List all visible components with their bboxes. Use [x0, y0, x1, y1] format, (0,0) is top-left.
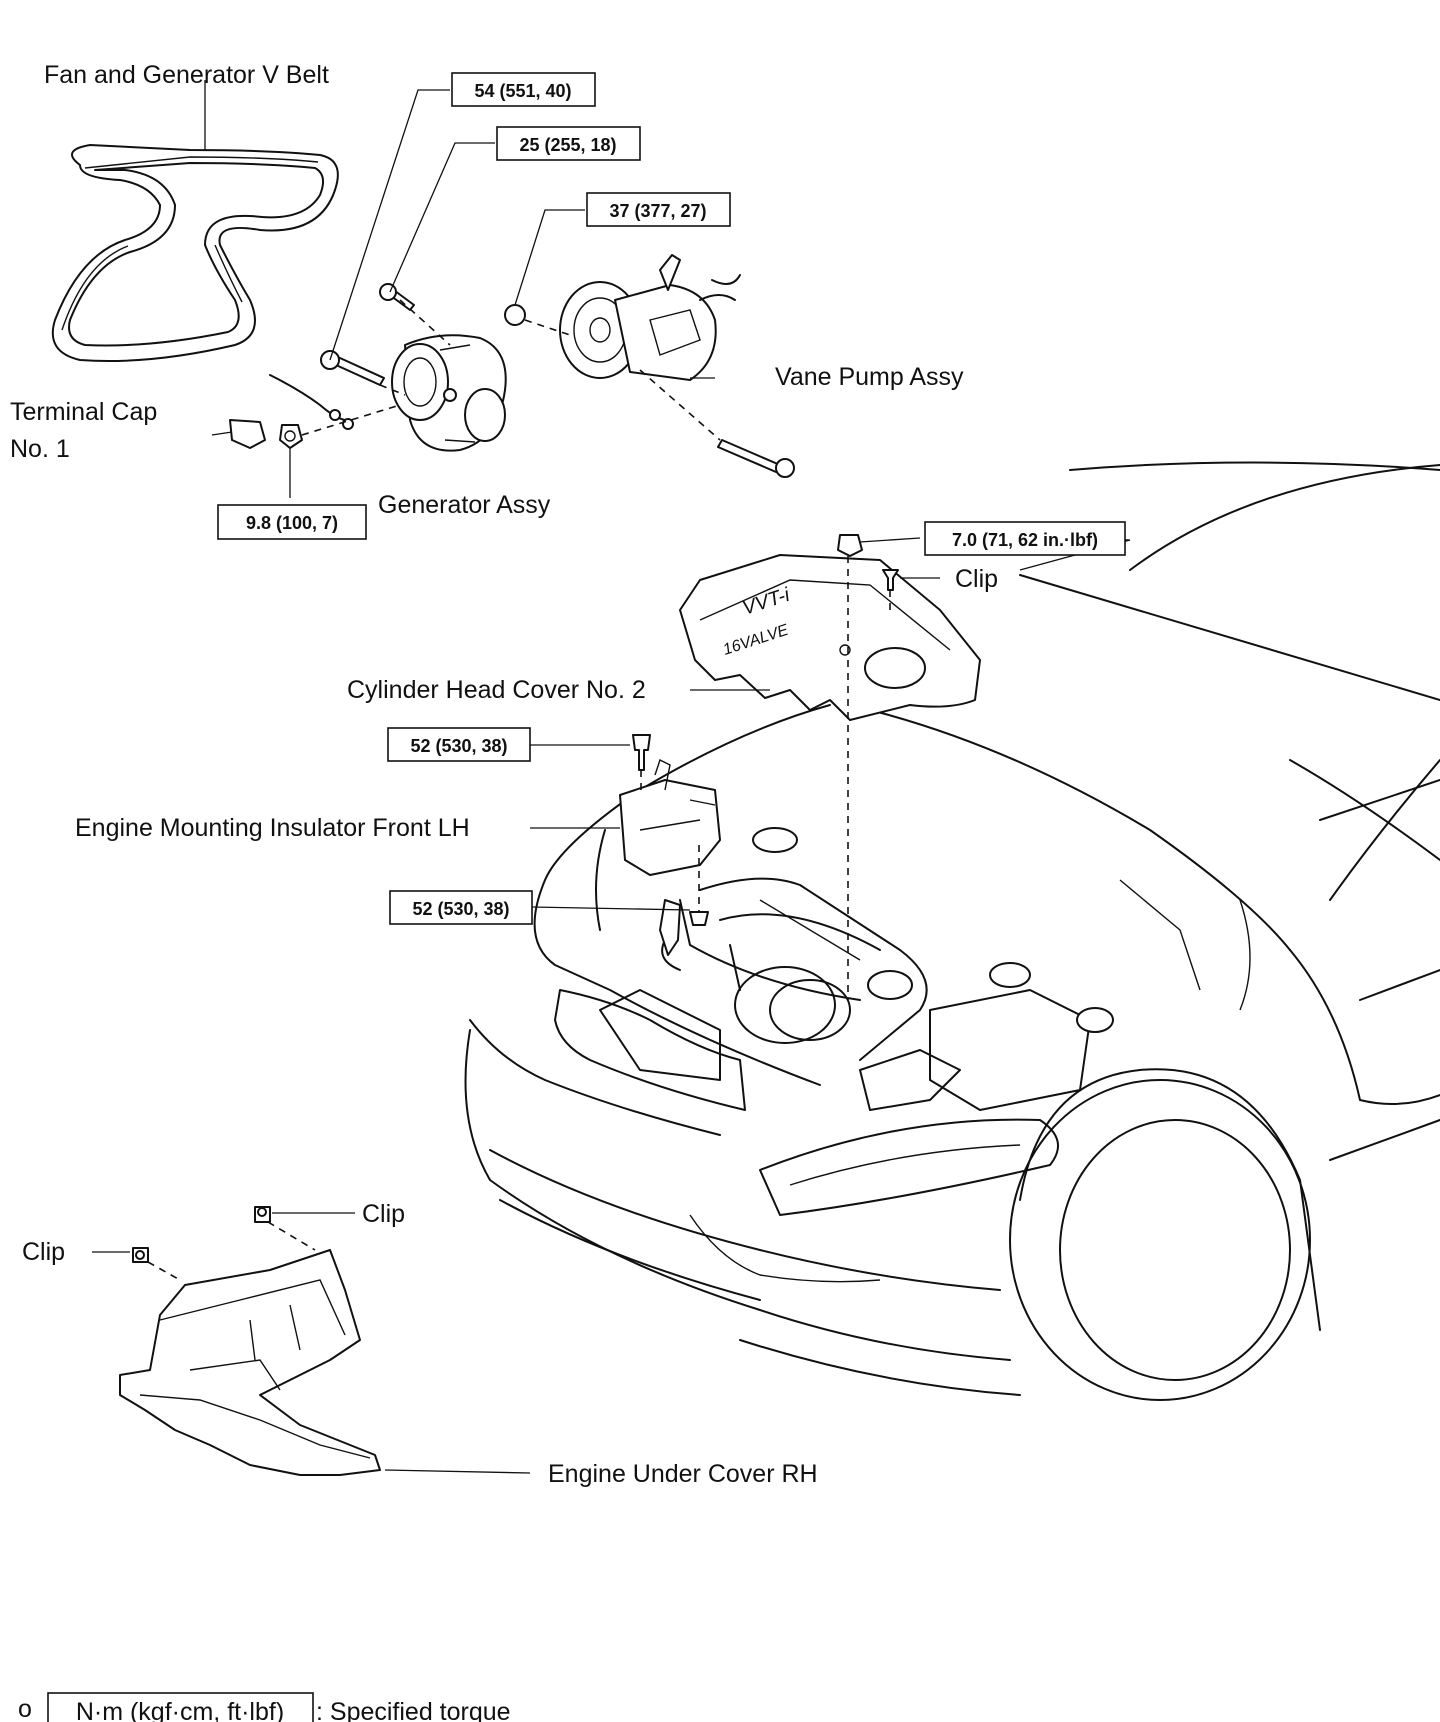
- engine-mount-illustration: [619, 734, 721, 956]
- torque-mount-lower-nut: 52 (530, 38): [412, 899, 509, 919]
- legend-unit-box: [47, 1692, 314, 1722]
- engine-under-cover-illustration: [119, 1206, 381, 1476]
- label-fan-generator-belt: Fan and Generator V Belt: [44, 61, 329, 89]
- torque-box-mount-upper: [387, 727, 531, 762]
- torque-head-cover-nut: 7.0 (71, 62 in.·lbf): [952, 530, 1098, 550]
- generator-illustration: [229, 283, 507, 452]
- torque-legend: o N·m (kgf·cm, ft·lbf) : Specified torqu…: [18, 1692, 511, 1722]
- torque-vane-pump-nut: 37 (377, 27): [609, 201, 706, 221]
- label-clip-under-cover-upper: Clip: [362, 1200, 405, 1228]
- car-body-illustration: [464, 461, 1440, 1401]
- label-cylinder-head-cover: Cylinder Head Cover No. 2: [347, 676, 646, 704]
- torque-box-mount-lower: [389, 890, 533, 925]
- label-vane-pump: Vane Pump Assy: [775, 363, 964, 391]
- label-clip-under-cover-left: Clip: [22, 1238, 65, 1266]
- leader-lines: [92, 89, 1131, 1474]
- torque-box-vane-pump: [586, 192, 731, 227]
- cylinder-head-cover-illustration: VVT-i 16VALVE: [679, 534, 981, 1000]
- vane-pump-illustration: [504, 254, 795, 478]
- torque-box-terminal: [217, 504, 367, 540]
- legend-unit-text: N·m (kgf·cm, ft·lbf): [76, 1698, 284, 1722]
- torque-box-head-cover: [924, 521, 1126, 556]
- part-labels: Fan and Generator V Belt Vane Pump Assy …: [10, 61, 998, 1488]
- label-terminal-cap-line1: Terminal Cap: [10, 398, 157, 426]
- torque-box-generator-lower: [496, 126, 641, 161]
- torque-terminal-nut: 9.8 (100, 7): [246, 513, 338, 533]
- torque-mount-upper-bolt: 52 (530, 38): [410, 736, 507, 756]
- label-engine-under-cover: Engine Under Cover RH: [548, 1460, 818, 1488]
- torque-generator-upper-bolt: 54 (551, 40): [474, 81, 571, 101]
- label-engine-mount: Engine Mounting Insulator Front LH: [75, 814, 470, 842]
- legend-meaning: : Specified torque: [316, 1698, 511, 1722]
- legend-marker: o: [18, 1695, 32, 1722]
- torque-boxes: 54 (551, 40) 25 (255, 18) 37 (377, 27) 9…: [217, 72, 1126, 925]
- v-belt-illustration: [51, 80, 339, 362]
- torque-box-generator-upper: [451, 72, 596, 107]
- label-clip-head-cover: Clip: [955, 565, 998, 593]
- label-terminal-cap-line2: No. 1: [10, 435, 70, 463]
- label-generator: Generator Assy: [378, 491, 551, 519]
- torque-generator-lower-bolt: 25 (255, 18): [519, 135, 616, 155]
